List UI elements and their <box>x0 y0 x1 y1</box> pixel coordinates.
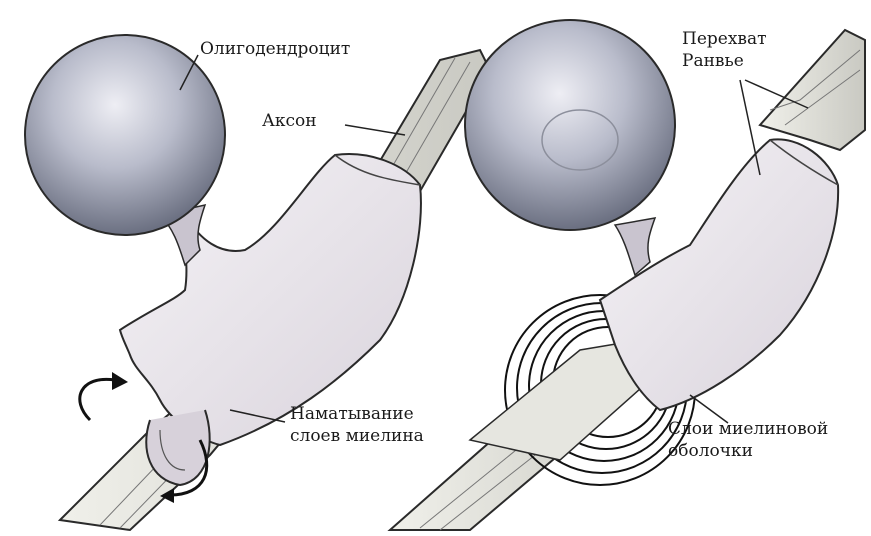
label-node-line1: Перехват <box>682 30 767 49</box>
label-sheath-line2: оболочки <box>668 442 753 461</box>
label-node-line2: Ранвье <box>682 52 744 71</box>
right-process <box>615 218 655 275</box>
label-axon: Аксон <box>262 112 317 131</box>
label-wrapping-line2: слоев миелина <box>290 427 424 446</box>
label-sheath-line1: Слои миелиновой <box>668 420 828 439</box>
right-oligodendrocyte-body <box>465 20 675 230</box>
label-wrapping-line1: Наматывание <box>290 405 414 424</box>
left-oligodendrocyte-body <box>25 35 225 235</box>
label-oligodendrocyte: Олигодендроцит <box>200 40 350 59</box>
